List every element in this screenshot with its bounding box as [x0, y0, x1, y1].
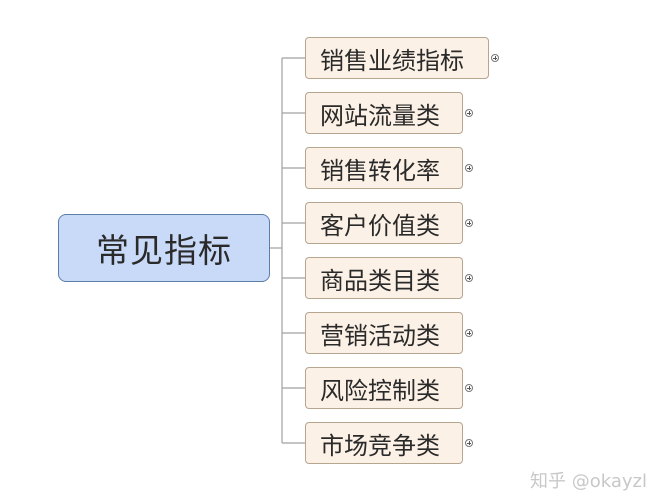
expand-icon[interactable]	[491, 54, 499, 62]
topic-product-category[interactable]: 商品类目类	[305, 257, 463, 299]
topic-label: 网站流量类	[320, 101, 440, 130]
root-topic[interactable]: 常见指标	[58, 214, 270, 282]
topic-sales-conversion[interactable]: 销售转化率	[305, 147, 463, 189]
topic-label: 客户价值类	[320, 211, 440, 240]
expand-icon[interactable]	[465, 274, 473, 282]
topic-label: 市场竞争类	[320, 431, 440, 460]
expand-icon[interactable]	[465, 109, 473, 117]
topic-market-competition[interactable]: 市场竞争类	[305, 422, 463, 464]
topic-sales-performance[interactable]: 销售业绩指标	[305, 37, 489, 79]
topic-customer-value[interactable]: 客户价值类	[305, 202, 463, 244]
topic-marketing-campaign[interactable]: 营销活动类	[305, 312, 463, 354]
topic-label: 销售转化率	[320, 156, 440, 185]
expand-icon[interactable]	[465, 329, 473, 337]
expand-icon[interactable]	[465, 164, 473, 172]
expand-icon[interactable]	[465, 219, 473, 227]
topic-risk-control[interactable]: 风险控制类	[305, 367, 463, 409]
root-topic-label: 常见指标	[96, 231, 232, 270]
expand-icon[interactable]	[465, 384, 473, 392]
topic-label: 营销活动类	[320, 321, 440, 350]
topic-label: 风险控制类	[320, 376, 440, 405]
topic-label: 商品类目类	[320, 266, 440, 295]
topic-label: 销售业绩指标	[320, 46, 464, 75]
topic-website-traffic[interactable]: 网站流量类	[305, 92, 463, 134]
watermark: 知乎 @okayzl	[530, 471, 647, 492]
expand-icon[interactable]	[465, 439, 473, 447]
